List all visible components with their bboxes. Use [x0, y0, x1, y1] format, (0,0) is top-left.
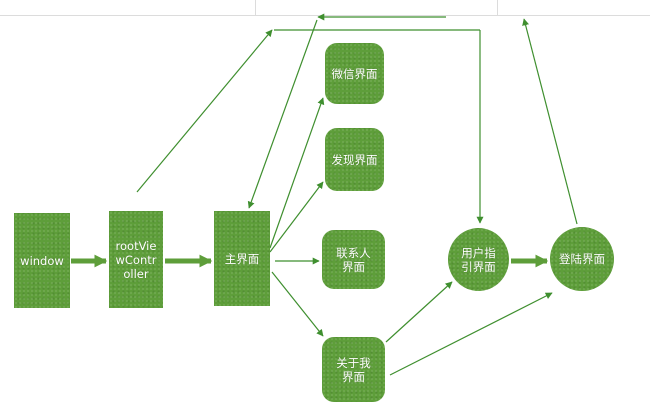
main-screen-label: 主界面 [224, 251, 260, 266]
window-label: window [20, 253, 64, 268]
arrow-about-to-login [389, 292, 553, 376]
arrow-main-to-wechat [269, 97, 325, 249]
top-strip [0, 0, 650, 16]
strip-divider [255, 0, 256, 15]
contacts-screen-node: 联系人界面 [322, 230, 385, 289]
arrow-about-to-guide [385, 281, 453, 343]
arrow-main-to-about [271, 271, 324, 337]
strip-divider [497, 0, 498, 15]
login-screen-node: 登陆界面 [550, 227, 614, 291]
main-screen-node: 主界面 [214, 211, 270, 306]
root-view-controller-label: rootViewController [115, 238, 157, 281]
about-me-screen-label: 关于我界面 [336, 355, 371, 384]
discover-screen-label: 发现界面 [331, 152, 378, 167]
arrow-root-to-top [136, 29, 273, 193]
contacts-screen-label: 联系人界面 [336, 245, 371, 274]
arrow-top-to-main [247, 19, 318, 209]
wechat-screen-node: 微信界面 [325, 43, 384, 104]
user-guide-screen-node: 用户指引界面 [448, 228, 509, 291]
wechat-screen-label: 微信界面 [331, 66, 378, 81]
arrow-login-to-top [522, 18, 578, 225]
arrow-main-to-discover [269, 181, 324, 253]
window-node: window [14, 213, 70, 308]
discover-screen-node: 发现界面 [325, 128, 384, 191]
about-me-screen-node: 关于我界面 [322, 337, 385, 402]
login-screen-label: 登陆界面 [559, 252, 605, 266]
user-guide-screen-label: 用户指引界面 [461, 245, 496, 274]
root-view-controller-node: rootViewController [109, 211, 163, 308]
